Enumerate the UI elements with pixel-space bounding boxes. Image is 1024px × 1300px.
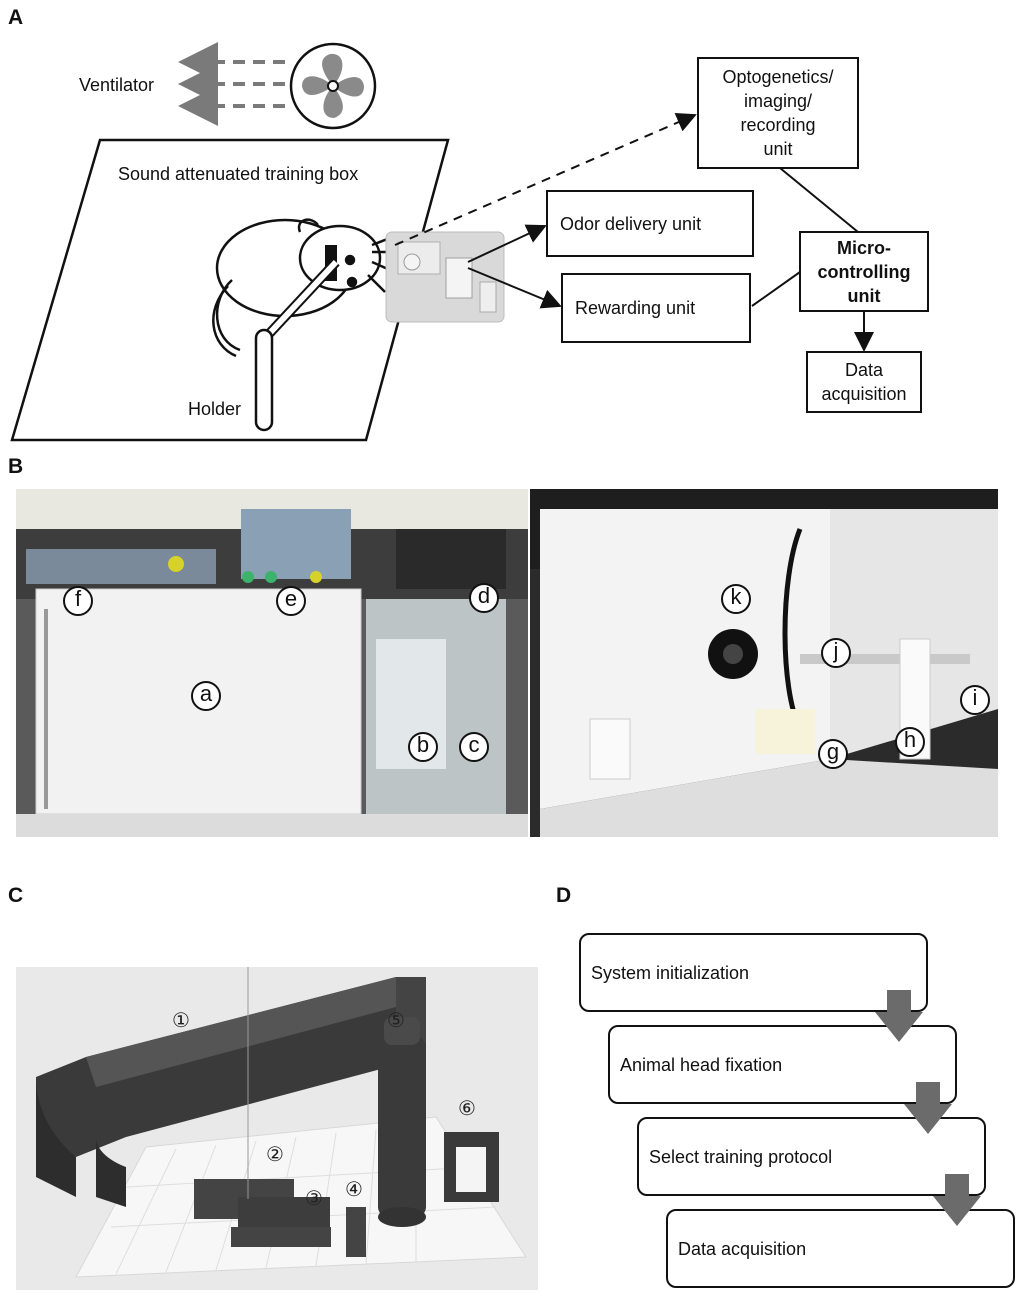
marker-g: g — [818, 739, 848, 769]
micro-controlling-unit-box: Micro- controlling unit — [799, 231, 929, 312]
flow-step-2-label: Animal head fixation — [620, 1055, 783, 1075]
panel-letter-c: C — [8, 884, 24, 907]
fan-icon — [289, 42, 377, 130]
marker-h: h — [895, 727, 925, 757]
part-label-6: ⑥ — [458, 1098, 476, 1120]
render-3d-parts — [16, 967, 538, 1290]
flow-step-1: System initialization — [579, 933, 928, 1012]
marker-f: f — [63, 586, 93, 616]
holder-label: Holder — [188, 399, 242, 419]
marker-c: c — [459, 732, 489, 762]
flow-step-1-label: System initialization — [591, 963, 750, 983]
panel-letter-b: B — [8, 455, 24, 478]
rewarding-unit-box: Rewarding unit — [561, 273, 751, 343]
panel-letter-a: A — [8, 6, 24, 29]
photo-training-box-exterior — [16, 489, 528, 837]
holder-post — [254, 328, 274, 432]
part-label-3: ③ — [305, 1188, 323, 1210]
part-label-5: ⑤ — [387, 1010, 405, 1032]
marker-j: j — [821, 638, 851, 668]
mouse-drawing — [212, 218, 392, 358]
optogenetics-unit-box: Optogenetics/ imaging/ recording unit — [697, 57, 859, 169]
flow-step-3-label: Select training protocol — [649, 1147, 833, 1167]
airflow-arrows — [178, 42, 285, 126]
lickport-device — [385, 231, 505, 323]
marker-d: d — [469, 583, 499, 613]
part-label-4: ④ — [345, 1179, 363, 1201]
training-box-outline — [10, 138, 450, 442]
ventilator-label: Ventilator — [79, 75, 155, 95]
marker-k: k — [721, 584, 751, 614]
flow-arrow-1-icon — [875, 990, 923, 1042]
marker-b: b — [408, 732, 438, 762]
panel-letter-d: D — [556, 884, 572, 907]
odor-delivery-unit-box: Odor delivery unit — [546, 190, 754, 257]
marker-i: i — [960, 685, 990, 715]
marker-a: a — [191, 681, 221, 711]
data-acquisition-box: Data acquisition — [806, 351, 922, 413]
marker-e: e — [276, 586, 306, 616]
part-label-2: ② — [266, 1144, 284, 1166]
panel-a-diagram — [10, 42, 874, 442]
part-label-1: ① — [172, 1010, 190, 1032]
flow-arrow-3-icon — [933, 1174, 981, 1226]
flow-step-4-label: Data acquisition — [678, 1239, 807, 1259]
training-box-label: Sound attenuated training box — [118, 164, 359, 184]
photo-training-box-interior — [530, 489, 998, 837]
flow-arrows — [875, 990, 981, 1226]
flow-arrow-2-icon — [904, 1082, 952, 1134]
